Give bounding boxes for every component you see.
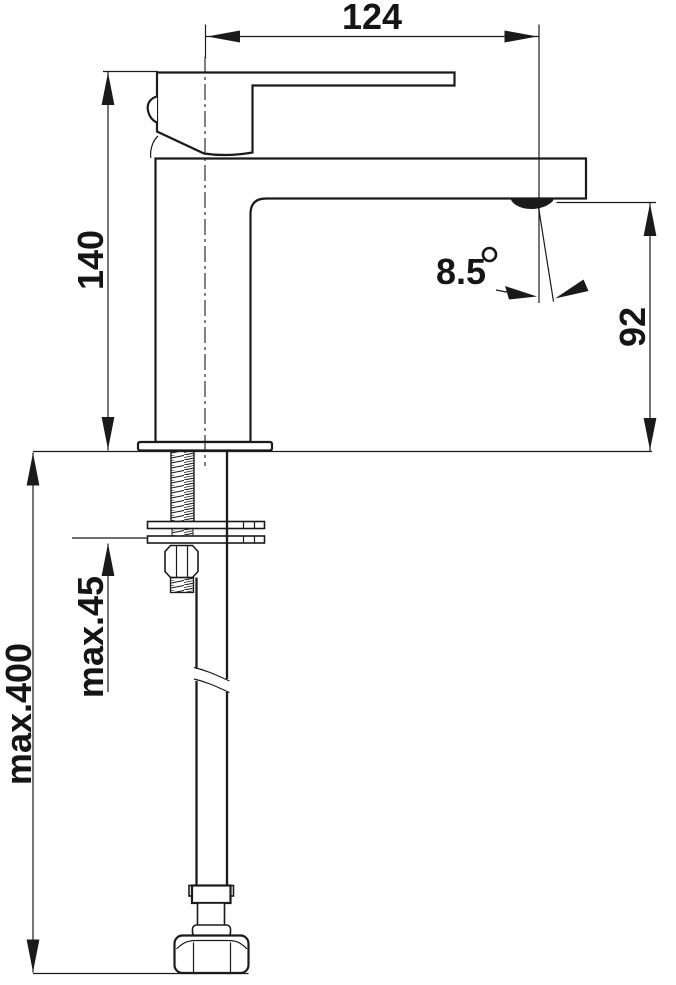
- faucet-handle: [155, 71, 456, 157]
- angle-label: 8.5: [436, 251, 486, 292]
- degree-symbol: [481, 246, 498, 263]
- angle-dimension-group: 8.5: [436, 206, 589, 302]
- dim-max400-arrow-bottom: [26, 939, 40, 972]
- hose-end-tube: [196, 902, 226, 927]
- hose-nut-chamfer: [176, 939, 248, 950]
- rod-thread-mid: [171, 528, 194, 537]
- dim-140-arrow-bottom: [101, 417, 115, 450]
- dimension-max400-group: max.400: [0, 452, 249, 975]
- faucet-spout-body: [154, 157, 588, 444]
- dim-124-label: 124: [342, 0, 402, 37]
- dim-140-label: 140: [70, 230, 111, 290]
- dimension-92-group: 92: [556, 201, 657, 451]
- angle-arrow-left: [505, 286, 537, 300]
- hose-end-group: [173, 884, 250, 975]
- mounting-nut-facets: [175, 545, 189, 578]
- washer-bottom: [146, 535, 266, 544]
- supply-hose: [193, 450, 230, 886]
- washer-end-ticks: [242, 521, 256, 543]
- hose-connection-nut: [173, 934, 250, 975]
- dim-max45-arrow: [101, 543, 115, 576]
- handle-knob-bump: [146, 95, 158, 124]
- handle-collar-edge: [149, 135, 159, 159]
- dim-max45-label: max.45: [70, 576, 111, 698]
- hose-nut-facets: [192, 942, 232, 973]
- hose-ferrule: [190, 884, 232, 905]
- faucet-body-group: [136, 57, 588, 466]
- mounting-nut: [164, 544, 199, 579]
- mounting-washers: [146, 520, 266, 544]
- aerator: [510, 198, 554, 210]
- mounting-nut-body: [164, 544, 199, 579]
- dim-92-label: 92: [612, 307, 653, 347]
- dim-max400-arrow-top: [26, 453, 40, 486]
- dimension-max45-group: max.45: [70, 537, 148, 698]
- dim-max400-label: max.400: [0, 643, 39, 785]
- dimension-124-group: 124: [204, 0, 540, 303]
- dim-124-arrow-right: [504, 30, 538, 43]
- threaded-rod: [170, 449, 195, 523]
- dim-92-arrow-top: [643, 203, 657, 236]
- dim-140-arrow-top: [101, 72, 115, 105]
- angle-arrow-right: [555, 279, 589, 299]
- dim-92-arrow-bottom: [643, 418, 657, 450]
- rod-thread-lower: [169, 576, 195, 594]
- dimension-140-group: 140: [70, 70, 158, 451]
- hose-break-symbol: [193, 666, 230, 694]
- angle-tilted-line: [537, 206, 555, 302]
- washer-top: [146, 520, 266, 530]
- installation-group: [146, 449, 266, 975]
- dim-124-arrow-left: [207, 30, 240, 43]
